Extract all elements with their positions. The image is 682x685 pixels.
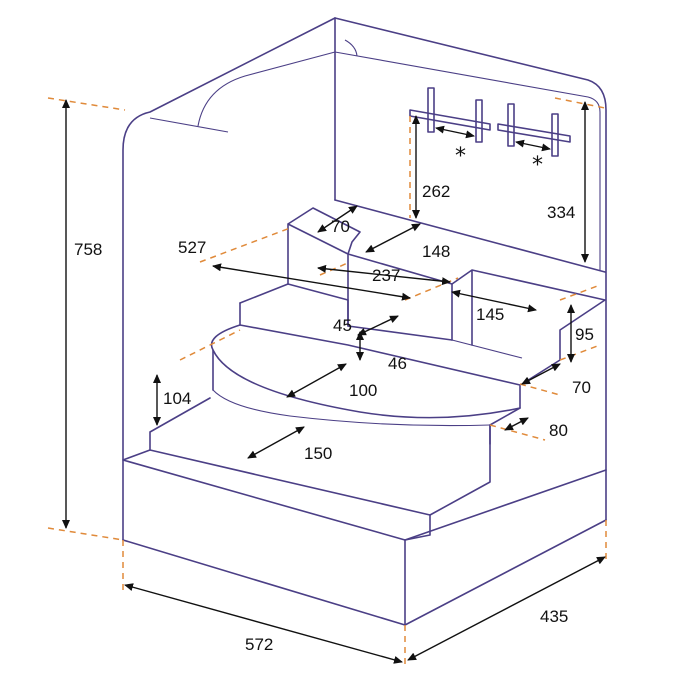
lower-step bbox=[122, 397, 491, 541]
ext-70-right bbox=[519, 383, 561, 396]
label-total-height: 758 bbox=[74, 240, 102, 259]
label-right-block-height: 95 bbox=[575, 325, 594, 344]
middle-step-riser bbox=[239, 302, 521, 386]
rail-left-asterisk: * bbox=[455, 144, 466, 169]
dim-237-line bbox=[317, 264, 451, 286]
top-edge bbox=[334, 17, 607, 521]
rail-left-post-2 bbox=[475, 99, 483, 143]
top-rim-left-inner bbox=[197, 51, 336, 127]
dim-572-line bbox=[124, 583, 403, 664]
label-curved-step-overhang: 80 bbox=[549, 421, 568, 440]
label-curved-step-depth: 100 bbox=[349, 381, 377, 400]
left-wall-front-edge bbox=[122, 17, 336, 541]
dim-rail-left-gap bbox=[435, 125, 475, 139]
rail-right bbox=[497, 103, 571, 157]
ext-527-right bbox=[404, 277, 459, 301]
bottom-block bbox=[404, 469, 607, 626]
dimension-arrows bbox=[62, 99, 606, 664]
corner-angle-arc bbox=[344, 39, 358, 57]
extension-lines bbox=[47, 97, 607, 665]
ext-top-left bbox=[47, 97, 126, 111]
rail-left-post-1 bbox=[427, 87, 435, 133]
right-block-front bbox=[451, 339, 523, 359]
label-upper-step-gap: 237 bbox=[372, 266, 400, 285]
middle-step bbox=[239, 283, 521, 386]
ext-334-top bbox=[554, 97, 606, 109]
rail-right-post-2 bbox=[551, 113, 559, 157]
dimension-labels: 758 572 435 527 70 148 237 262 334 145 9… bbox=[74, 144, 594, 654]
label-width: 572 bbox=[245, 635, 273, 654]
rail-left bbox=[409, 87, 491, 143]
bottom-right-edge bbox=[404, 469, 607, 541]
rail-right-asterisk: * bbox=[532, 153, 543, 178]
base-front-left bbox=[122, 539, 406, 626]
lower-step-riser bbox=[122, 449, 431, 541]
ext-bottom-left bbox=[47, 527, 124, 541]
rail-right-post-1 bbox=[507, 103, 515, 147]
label-side-depth: 527 bbox=[178, 238, 206, 257]
ext-right-block bbox=[559, 284, 601, 301]
dim-80-line bbox=[504, 417, 529, 431]
label-upper-step-depth: 70 bbox=[331, 217, 350, 236]
label-rail-height-262: 262 bbox=[422, 182, 450, 201]
label-right-block-width: 145 bbox=[476, 305, 504, 324]
dim-100-line bbox=[286, 363, 347, 398]
dim-527-line bbox=[212, 263, 411, 301]
rail-left-bar bbox=[409, 109, 491, 131]
label-lower-step-depth: 150 bbox=[304, 444, 332, 463]
dim-70-top-line bbox=[317, 205, 358, 233]
dim-rail-right-gap bbox=[515, 139, 551, 152]
top-rim-left-edge bbox=[149, 117, 229, 133]
upper-floor-back-edge bbox=[334, 199, 606, 273]
dim-145-line bbox=[451, 289, 537, 313]
curved-step-shadow bbox=[212, 389, 491, 427]
curved-step-top bbox=[210, 324, 521, 419]
ext-527-left bbox=[199, 227, 291, 263]
label-mid-step-rise: 45 bbox=[333, 316, 352, 335]
cabinet-outline bbox=[122, 17, 607, 626]
top-rim-inner bbox=[334, 51, 601, 270]
label-upper-step-width: 148 bbox=[422, 242, 450, 261]
dim-45-line bbox=[357, 315, 399, 336]
ext-mid-step bbox=[179, 329, 241, 361]
rail-right-bar bbox=[497, 123, 571, 143]
upper-steps bbox=[287, 199, 606, 385]
label-depth: 435 bbox=[540, 607, 568, 626]
dim-435-line bbox=[407, 556, 606, 661]
ext-80-right bbox=[489, 424, 546, 441]
ext-right-block-low bbox=[559, 344, 601, 361]
dim-150-line bbox=[247, 426, 305, 459]
label-right-block-depth: 70 bbox=[572, 378, 591, 397]
dim-70-right-line bbox=[521, 363, 561, 385]
label-rail-height-334: 334 bbox=[547, 203, 575, 222]
label-lower-step-height: 104 bbox=[163, 389, 191, 408]
dim-148-line bbox=[365, 223, 421, 253]
label-mid-step-depth: 46 bbox=[388, 354, 407, 373]
